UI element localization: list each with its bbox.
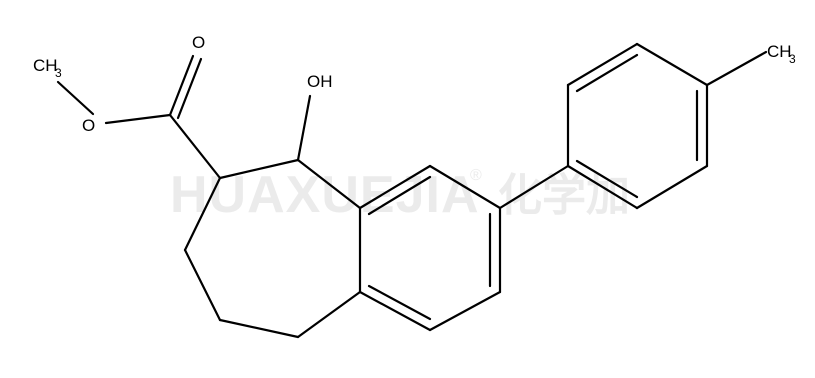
bond-carbonyl-ring — [168, 113, 222, 180]
bond-c4a-c4 — [358, 164, 432, 210]
atom-labels: CH 3 O O OH CH 3 — [33, 33, 796, 135]
watermark-chinese: 化学加 — [498, 170, 630, 221]
bond-c9-c9a — [296, 290, 362, 339]
hydroxyl-label: OH — [307, 72, 333, 91]
bond-c4a-c4-inner — [367, 175, 432, 216]
bond-c8-c9 — [218, 318, 300, 339]
methyl-left-subscript: 3 — [55, 66, 62, 80]
bond-c5-c4a — [296, 158, 362, 210]
bond-tolyl-2 — [566, 42, 639, 87]
bonds — [56, 42, 768, 339]
bond-tolyl-6-inner — [575, 159, 639, 199]
bond-c6-c7 — [183, 176, 222, 252]
bond-carbonyl-double-b — [176, 57, 203, 120]
bond-tolyl-5 — [635, 164, 709, 210]
watermark-registered: ® — [470, 167, 482, 184]
bond-c6-c5 — [218, 158, 300, 180]
bond-carbonyl-double-a — [168, 54, 195, 117]
bond-c4-c3 — [428, 164, 502, 210]
methyl-right-label: CH — [767, 42, 792, 61]
bond-tolyl-6 — [566, 164, 639, 210]
methyl-left-label: CH — [33, 56, 58, 75]
bond-tolyl-3 — [635, 42, 709, 87]
bond-c7-c8 — [183, 248, 222, 322]
bond-c2-c1 — [428, 290, 502, 332]
carbonyl-oxygen-label: O — [192, 33, 205, 52]
watermark-text: HUAXUEJIA — [170, 166, 480, 224]
bond-methyl-oxygen — [56, 80, 95, 116]
bond-c1-c9a — [358, 290, 432, 332]
bond-tolyl-methyl — [705, 50, 768, 87]
ester-oxygen-label: O — [82, 116, 95, 135]
bond-c5-hydroxyl — [296, 94, 312, 162]
bond-biaryl — [498, 164, 570, 210]
bond-oxygen-carbonyl — [104, 113, 172, 125]
bond-tolyl-2-inner — [575, 53, 639, 93]
bond-c1-c9a-inner — [367, 284, 432, 321]
methyl-right-subscript: 3 — [789, 52, 796, 66]
